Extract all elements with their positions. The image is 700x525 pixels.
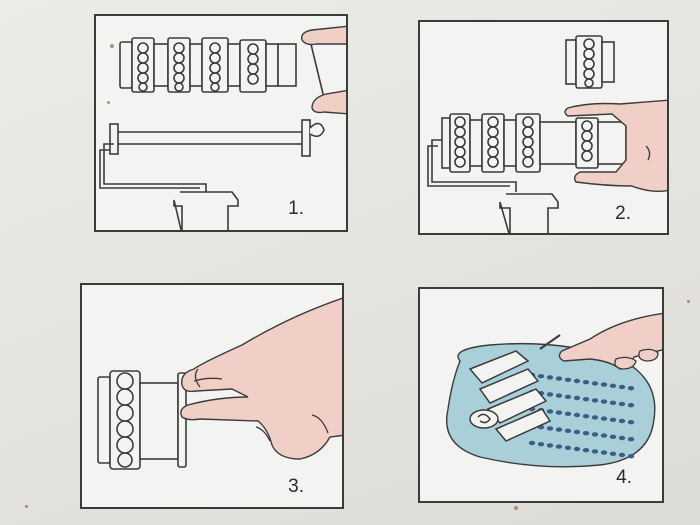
pattern-dot	[618, 384, 626, 390]
pattern-dot	[555, 410, 563, 415]
pattern-dot	[609, 434, 617, 439]
pattern-dot	[609, 417, 617, 422]
step-2-panel: 2.	[418, 20, 669, 235]
pattern-dot	[600, 399, 608, 404]
pattern-dot	[627, 454, 635, 459]
pattern-dot	[618, 452, 626, 458]
pattern-dot	[582, 414, 590, 419]
pattern-dot	[564, 394, 572, 399]
pattern-dot	[564, 377, 572, 382]
pattern-dot	[627, 420, 635, 425]
pattern-dot	[573, 446, 581, 452]
step-3-illustration	[97, 297, 342, 470]
pattern-dot	[564, 411, 572, 416]
step-number: 3.	[288, 476, 304, 497]
pattern-dot	[555, 393, 563, 398]
stain-speck	[25, 505, 28, 508]
step-4-illustration	[446, 312, 662, 468]
pattern-dot	[591, 432, 599, 437]
pattern-dot	[600, 450, 608, 455]
stain-speck	[107, 101, 110, 104]
step-number: 2.	[615, 203, 631, 224]
pattern-dot	[627, 437, 635, 442]
pattern-dot	[618, 418, 626, 424]
pattern-dot	[591, 398, 599, 403]
pattern-dot	[564, 428, 572, 433]
pattern-dot	[555, 444, 563, 449]
pattern-dot	[573, 429, 581, 435]
pattern-dot	[546, 375, 554, 380]
pattern-dot	[555, 427, 563, 432]
pattern-dot	[582, 431, 590, 436]
step-number: 4.	[616, 467, 632, 488]
pattern-dot	[555, 376, 563, 381]
pattern-dot	[564, 445, 572, 450]
pattern-dot	[573, 378, 581, 384]
pattern-dot	[600, 382, 608, 387]
stain-speck	[110, 44, 114, 48]
pattern-dot	[600, 433, 608, 438]
step-4-panel: 4.	[418, 287, 664, 503]
pattern-dot	[591, 449, 599, 454]
pattern-dot	[573, 395, 581, 401]
pattern-dot	[618, 401, 626, 407]
step-2-illustration	[427, 35, 667, 233]
pattern-dot	[609, 383, 617, 388]
pattern-dot	[537, 374, 545, 379]
pattern-dot	[573, 412, 581, 418]
pattern-dot	[627, 403, 635, 408]
step-3-panel: 3.	[80, 283, 344, 509]
step-1-illustration	[99, 25, 346, 230]
pattern-dot	[546, 426, 554, 431]
pattern-dot	[546, 443, 554, 448]
pattern-dot	[528, 440, 536, 446]
pattern-dot	[582, 380, 590, 385]
pattern-dot	[537, 442, 545, 447]
pattern-dot	[600, 416, 608, 421]
stain-speck	[687, 300, 690, 303]
pattern-dot	[546, 409, 554, 414]
pattern-dot	[627, 386, 635, 391]
pattern-dot	[609, 451, 617, 456]
pattern-dot	[591, 381, 599, 386]
pattern-dot	[591, 415, 599, 420]
pattern-dot	[609, 400, 617, 405]
pattern-dot	[546, 392, 554, 397]
stain-speck	[514, 506, 518, 510]
step-number: 1.	[288, 198, 304, 219]
pattern-dot	[582, 448, 590, 453]
pattern-dot	[582, 397, 590, 402]
pattern-dot	[618, 435, 626, 441]
step-1-panel: 1.	[94, 14, 348, 232]
